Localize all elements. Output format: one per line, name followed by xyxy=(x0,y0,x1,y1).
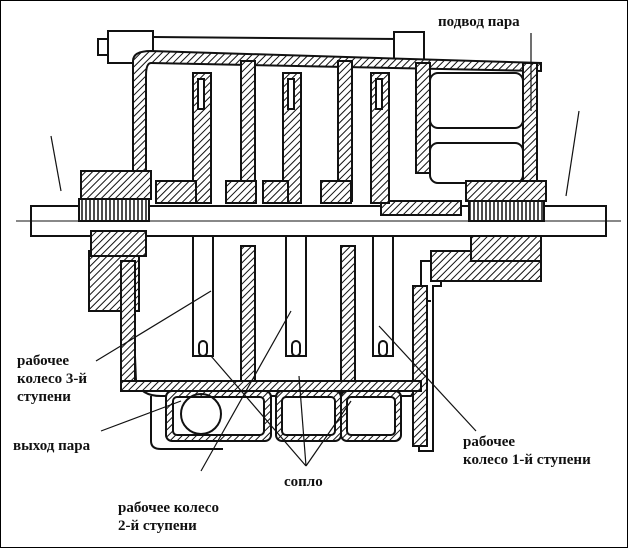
top-tie-bar xyxy=(97,30,425,64)
leader-lines xyxy=(50,33,580,472)
label-steam-outlet: выход пара xyxy=(13,438,91,454)
label-line: ступени xyxy=(17,389,71,405)
leader-nozzle-2 xyxy=(298,375,307,467)
label-nozzle: сопло xyxy=(284,474,323,490)
leader-wheel-1 xyxy=(378,325,477,432)
rotor-wheels xyxy=(155,72,394,357)
leader-nozzle-3 xyxy=(305,400,352,467)
label-wheel-stage-3: рабочее колесо 3-й ступени xyxy=(17,352,87,406)
label-line: колесо 3-й xyxy=(17,371,88,387)
label-line: рабочее xyxy=(463,434,516,450)
label-steam-inlet: подвод пара xyxy=(438,14,520,30)
label-line: 2-й ступени xyxy=(118,518,197,534)
shaft xyxy=(16,170,621,262)
leader-steam-outlet xyxy=(100,400,182,432)
leader-wheel-3 xyxy=(95,290,212,362)
label-line: рабочее xyxy=(17,353,70,369)
label-line: рабочее колесо xyxy=(118,500,219,516)
label-wheel-stage-1: рабочее колесо 1-й ступени xyxy=(463,433,591,469)
label-wheel-stage-2: рабочее колесо 2-й ступени xyxy=(118,499,219,535)
casing xyxy=(88,49,542,452)
label-line: колесо 1-й ступени xyxy=(463,452,591,468)
leader-wheel-2 xyxy=(200,310,292,472)
exhaust-chambers xyxy=(150,390,402,450)
leader-nozzle-1 xyxy=(210,355,307,467)
